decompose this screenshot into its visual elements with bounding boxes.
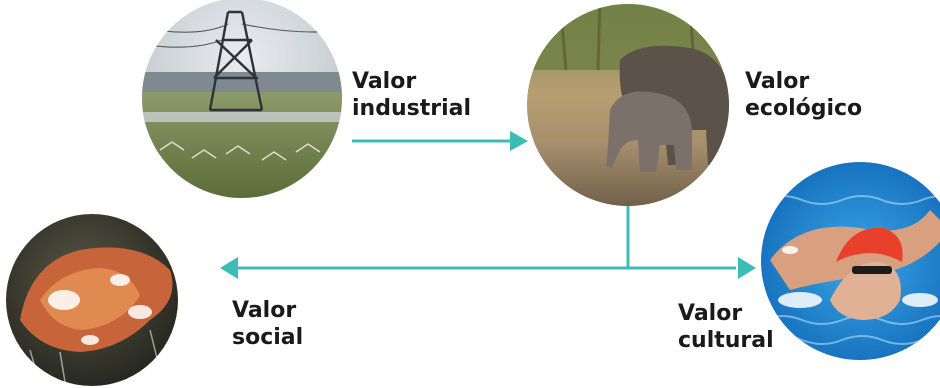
label-line: industrial — [352, 96, 472, 121]
swimmer-photo — [761, 162, 940, 360]
label-valor-industrial: Valor industrial — [352, 68, 471, 122]
power-lines-irrigation-photo — [142, 0, 342, 198]
elephants-waterhole-photo — [527, 4, 729, 206]
arrow-to-cultural — [738, 257, 756, 279]
hand-washing-photo — [6, 214, 178, 386]
label-line: cultural — [678, 328, 774, 353]
arrow-to-social — [220, 257, 736, 279]
connector-arrows — [220, 131, 756, 279]
label-valor-ecologico: Valor ecológico — [745, 68, 862, 122]
label-valor-cultural: Valor cultural — [678, 300, 774, 354]
label-line: Valor — [352, 69, 417, 94]
label-line: Valor — [678, 301, 743, 326]
label-valor-social: Valor social — [232, 297, 303, 351]
arrow-industrial-to-ecologico — [352, 131, 528, 151]
label-line: ecológico — [745, 96, 863, 121]
label-line: social — [232, 325, 304, 350]
label-line: Valor — [745, 69, 810, 94]
label-line: Valor — [232, 298, 297, 323]
